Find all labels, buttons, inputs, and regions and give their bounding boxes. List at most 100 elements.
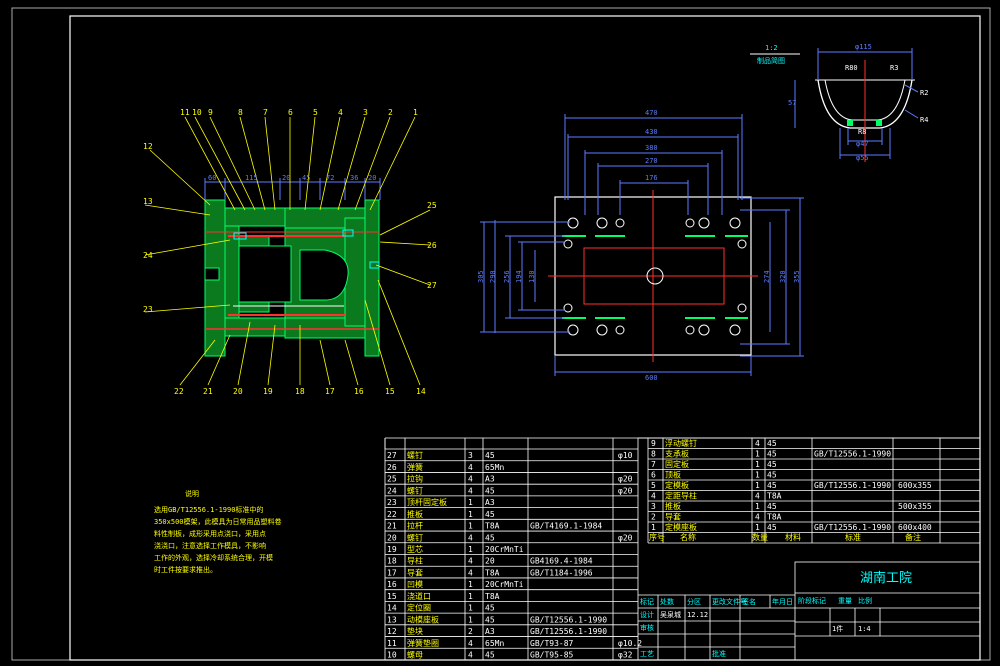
bom-row-name: 型芯 bbox=[407, 544, 423, 554]
bom-row-standard: GB/T12556.1-1990 bbox=[814, 523, 891, 532]
bom-row-no: 14 bbox=[387, 604, 397, 613]
title-block bbox=[638, 561, 981, 661]
dim-45: 45 bbox=[302, 174, 310, 182]
bom-row-qty: 3 bbox=[468, 451, 473, 460]
bom-row-name: 垫块 bbox=[407, 626, 423, 636]
bom-row-no: 8 bbox=[651, 450, 656, 459]
callout-5: 5 bbox=[313, 108, 318, 117]
bom-row-name: 推板 bbox=[665, 501, 681, 511]
bom-row-qty: 4 bbox=[468, 475, 473, 484]
bom-row-qty: 4 bbox=[468, 651, 473, 660]
callout-3: 3 bbox=[363, 108, 368, 117]
part-dim-115: φ115 bbox=[855, 43, 872, 51]
notes-line: 选用GB/T12556.1-1990标准中的 bbox=[154, 505, 263, 514]
callout-26: 26 bbox=[427, 241, 437, 250]
dim-270: 270 bbox=[645, 157, 658, 165]
bom-row-material: T8A bbox=[485, 522, 500, 531]
part-name: 制品简图 bbox=[757, 56, 785, 65]
bom-row-note: 600x400 bbox=[898, 523, 932, 532]
dim-130: 130 bbox=[528, 270, 536, 283]
bom-row-name: 固定板 bbox=[665, 459, 689, 469]
notes-title: 说明 bbox=[185, 489, 199, 498]
dim-355: 355 bbox=[793, 270, 801, 283]
part-dim-r80: R80 bbox=[845, 64, 858, 72]
notes-line: 工作的外观，选择冷却系统合理，开模 bbox=[154, 553, 273, 562]
bom-row-standard: GB/T12556.1-1990 bbox=[530, 615, 607, 624]
bom-row-no: 19 bbox=[387, 545, 397, 554]
bom-header-cell: 数量 bbox=[752, 532, 768, 542]
bom-row-material: 45 bbox=[485, 615, 495, 624]
callout-2: 2 bbox=[388, 108, 393, 117]
review-label: 审核 bbox=[640, 623, 654, 632]
callout-16: 16 bbox=[354, 387, 364, 396]
bom-row-no: 24 bbox=[387, 486, 397, 495]
notes-line: 时工件按要求推出。 bbox=[154, 565, 217, 574]
bom-row-no: 2 bbox=[651, 513, 656, 522]
bom-row-qty: 4 bbox=[755, 439, 760, 448]
bom-row-name: 推板 bbox=[407, 509, 423, 519]
bom-row-note: φ20 bbox=[618, 486, 633, 495]
sheet-count: 1件 bbox=[832, 624, 843, 633]
bom-row-name: 凹模 bbox=[407, 579, 423, 589]
dim-256: 256 bbox=[503, 270, 511, 283]
callout-25: 25 bbox=[427, 201, 437, 210]
bom-row-name: 拉杆 bbox=[407, 521, 423, 531]
bom-row-qty: 4 bbox=[468, 533, 473, 542]
dim-470: 470 bbox=[645, 109, 658, 117]
bom-row-no: 16 bbox=[387, 580, 397, 589]
bom-row-qty: 4 bbox=[468, 557, 473, 566]
bom-row-qty: 4 bbox=[468, 639, 473, 648]
process-label: 工艺 bbox=[640, 650, 654, 658]
scale-label: 比例 bbox=[858, 596, 872, 605]
bom-row-material: A3 bbox=[485, 475, 495, 484]
bom-row-standard: GB/T12556.1-1990 bbox=[814, 450, 891, 459]
callout-22: 22 bbox=[174, 387, 184, 396]
bom-row-no: 23 bbox=[387, 498, 397, 507]
bom-row-no: 12 bbox=[387, 627, 397, 636]
school-name: 湖南工院 bbox=[860, 570, 912, 586]
part-dim-55: φ55 bbox=[856, 154, 869, 162]
callout-27: 27 bbox=[427, 281, 437, 290]
bom-row-name: 螺钉 bbox=[407, 485, 423, 495]
bom-row-name: 弹簧 bbox=[407, 462, 423, 472]
dim-194: 194 bbox=[515, 270, 523, 283]
bom-row-name: 顶板 bbox=[665, 470, 681, 480]
bom-row-no: 3 bbox=[651, 502, 656, 511]
part-dim-r3: R3 bbox=[890, 64, 898, 72]
bom-row-qty: 1 bbox=[468, 498, 473, 507]
bom-row-standard: GB/T4169.1-1984 bbox=[530, 522, 602, 531]
callout-6: 6 bbox=[288, 108, 293, 117]
callout-10: 10 bbox=[192, 108, 202, 117]
bom-row-name: 支承板 bbox=[665, 449, 689, 459]
bom-row-qty: 4 bbox=[755, 492, 760, 501]
bom-row-note: φ10.2 bbox=[618, 639, 642, 648]
bom-row-qty: 1 bbox=[755, 481, 760, 490]
bom-row-standard: GB/T93-87 bbox=[530, 639, 574, 648]
bom-table-grid bbox=[384, 437, 981, 661]
bom-row-name: 定模座板 bbox=[665, 522, 697, 532]
notes-line: 浇浇口，注意选择工作模具，不影响 bbox=[154, 541, 266, 550]
part-dim-r2: R2 bbox=[920, 89, 928, 97]
callout-11: 11 bbox=[180, 108, 190, 117]
notes-line: 料性制板，成形采用点浇口，采用点 bbox=[154, 529, 266, 538]
part-dim-57: 57 bbox=[788, 99, 796, 107]
dim-60: 60 bbox=[208, 174, 216, 182]
bom-row-no: 17 bbox=[387, 568, 397, 577]
bom-row-standard: GB/T12556.1-1990 bbox=[814, 481, 891, 490]
callout-18: 18 bbox=[295, 387, 305, 396]
bom-row-name: 螺钉 bbox=[407, 532, 423, 542]
designer-name: 吴泉城 bbox=[660, 610, 681, 619]
bom-row-standard: GB/T12556.1-1990 bbox=[530, 627, 607, 636]
bom-row-material: 45 bbox=[485, 604, 495, 613]
bom-row-qty: 4 bbox=[468, 463, 473, 472]
bom-row-no: 22 bbox=[387, 510, 397, 519]
approve-label: 批准 bbox=[712, 649, 726, 658]
bom-header-cell: 名称 bbox=[680, 532, 696, 542]
callout-21: 21 bbox=[203, 387, 213, 396]
bom-row-name: 弹簧垫圈 bbox=[407, 638, 439, 648]
revision-mark: 标记 bbox=[640, 597, 654, 606]
dim-176: 176 bbox=[645, 174, 658, 182]
